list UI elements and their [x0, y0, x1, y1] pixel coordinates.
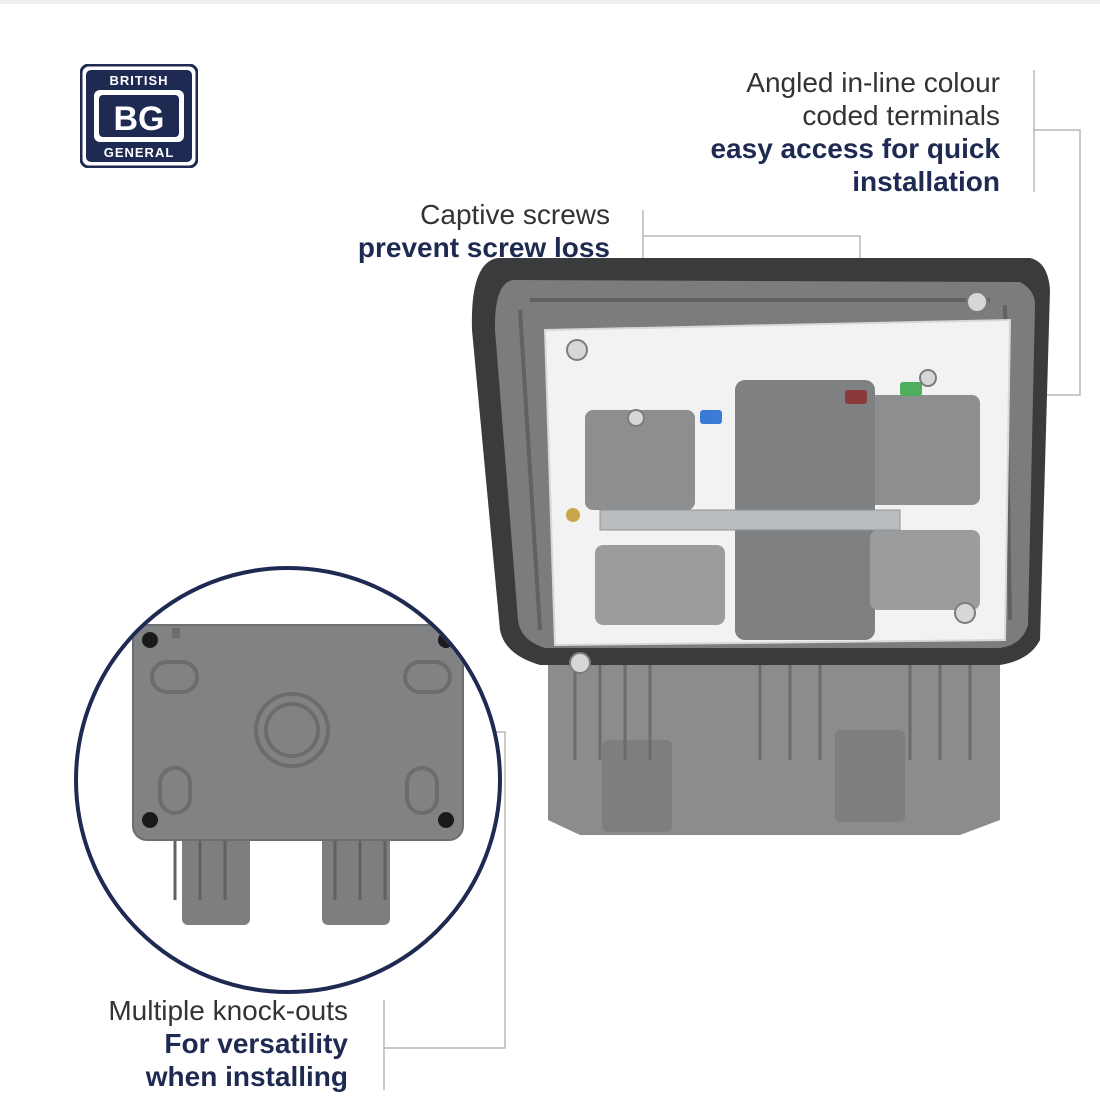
- top-divider: [0, 0, 1100, 4]
- callout-knockouts: Multiple knock-outs For versatility when…: [28, 994, 348, 1093]
- logo-bottom-text: GENERAL: [104, 145, 175, 160]
- terminals-line3: easy access for quick: [710, 133, 1000, 164]
- knockouts-line1: Multiple knock-outs: [108, 995, 348, 1026]
- knockouts-line2: For versatility: [164, 1028, 348, 1059]
- logo-mid-text: BG: [114, 100, 165, 138]
- screws-line2: prevent screw loss: [357, 232, 610, 263]
- logo-top-text: BRITISH: [110, 73, 169, 88]
- terminals-line2: coded terminals: [802, 100, 1000, 131]
- knockouts-line3: when installing: [145, 1061, 348, 1092]
- screws-line1: Captive screws: [420, 199, 610, 230]
- callout-screws: Captive screws prevent screw loss: [250, 198, 610, 264]
- knockouts-inset: [74, 566, 502, 994]
- terminals-line1: Angled in-line colour: [746, 67, 1000, 98]
- callout-terminals: Angled in-line colour coded terminals ea…: [580, 66, 1000, 198]
- terminals-line4: installation: [852, 166, 1000, 197]
- bg-logo-mark: BRITISH BG GENERAL: [80, 64, 198, 168]
- bg-logo: BRITISH BG GENERAL: [80, 64, 198, 168]
- socket-housing: [471, 258, 1050, 835]
